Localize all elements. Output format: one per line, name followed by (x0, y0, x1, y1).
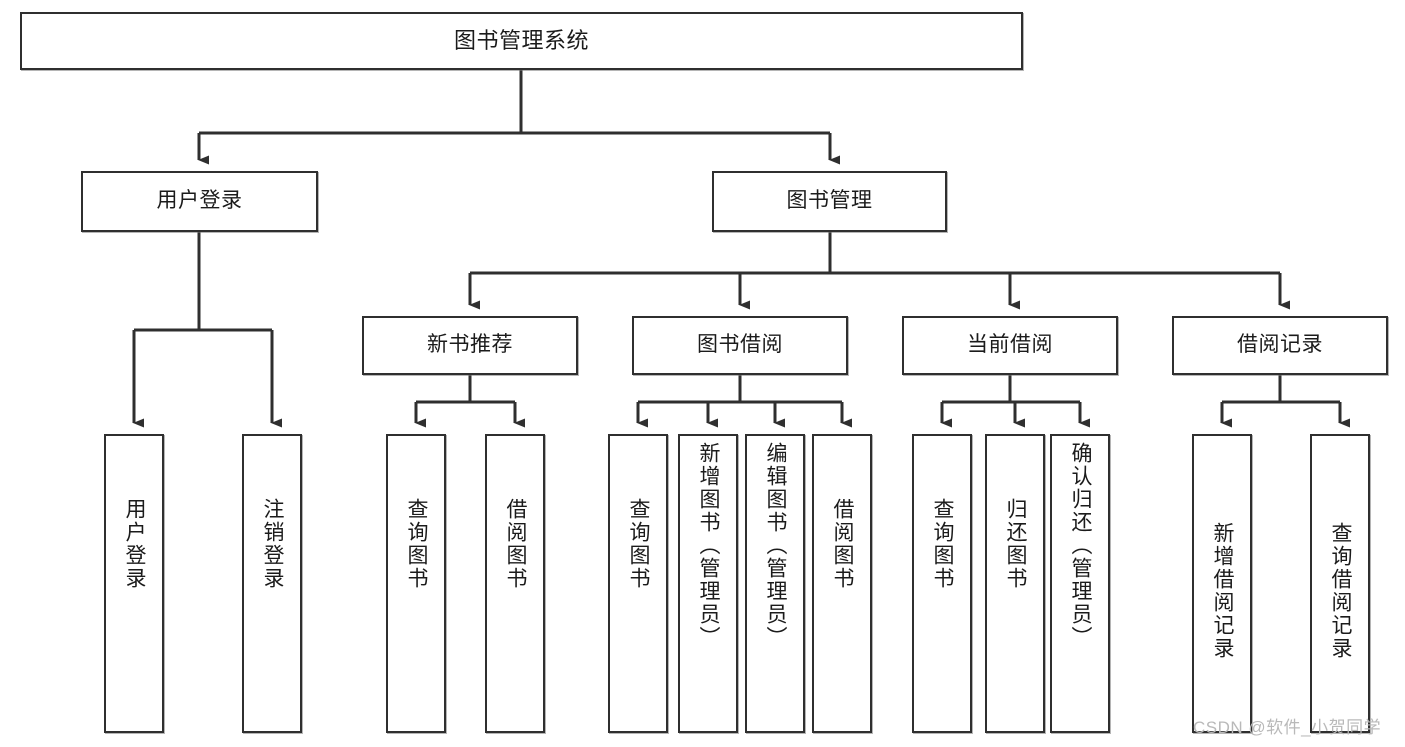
node-book-borrow-label: 图书借阅 (697, 333, 783, 357)
edge-group-book-borrow (636, 375, 852, 428)
node-leaf-add-record[interactable]: 新增借阅记录 (1192, 434, 1252, 733)
node-leaf-borrow-book-2-label: 借阅图书 (831, 498, 855, 590)
node-leaf-add-record-label: 新增借阅记录 (1211, 522, 1235, 660)
node-leaf-return-book-label: 归还图书 (1004, 498, 1028, 590)
edge-group-user-login (132, 232, 282, 428)
node-user-login[interactable]: 用户登录 (81, 171, 318, 232)
node-root-label: 图书管理系统 (453, 28, 589, 54)
node-new-book-rec[interactable]: 新书推荐 (362, 316, 578, 375)
node-leaf-user-login-label: 用户登录 (123, 498, 147, 590)
node-leaf-logout[interactable]: 注销登录 (242, 434, 302, 733)
edge-group-borrow-record (1220, 375, 1350, 428)
node-book-manage-label: 图书管理 (786, 189, 873, 213)
node-leaf-borrow-book-1[interactable]: 借阅图书 (485, 434, 545, 733)
node-leaf-edit-book-label: 编辑图书（管理员） (764, 442, 788, 649)
node-leaf-query-record-label: 查询借阅记录 (1329, 522, 1353, 660)
node-new-book-rec-label: 新书推荐 (427, 333, 513, 357)
node-book-manage[interactable]: 图书管理 (712, 171, 947, 232)
edge-group-root (197, 70, 840, 165)
node-leaf-query-book-3-label: 查询图书 (931, 498, 955, 590)
node-leaf-borrow-book-1-label: 借阅图书 (504, 498, 528, 590)
node-leaf-query-book-1[interactable]: 查询图书 (386, 434, 446, 733)
node-user-login-label: 用户登录 (156, 189, 243, 213)
node-root[interactable]: 图书管理系统 (20, 12, 1023, 70)
node-leaf-add-book-label: 新增图书（管理员） (697, 442, 721, 649)
node-leaf-confirm-return[interactable]: 确认归还（管理员） (1050, 434, 1110, 733)
node-leaf-user-login[interactable]: 用户登录 (104, 434, 164, 733)
node-leaf-query-book-2-label: 查询图书 (627, 498, 651, 590)
node-borrow-record[interactable]: 借阅记录 (1172, 316, 1388, 375)
node-book-borrow[interactable]: 图书借阅 (632, 316, 848, 375)
node-current-borrow-label: 当前借阅 (967, 333, 1053, 357)
edge-group-new-book-rec (414, 375, 525, 428)
node-borrow-record-label: 借阅记录 (1237, 333, 1323, 357)
node-leaf-add-book[interactable]: 新增图书（管理员） (678, 434, 738, 733)
node-leaf-edit-book[interactable]: 编辑图书（管理员） (745, 434, 805, 733)
node-leaf-query-book-2[interactable]: 查询图书 (608, 434, 668, 733)
node-leaf-confirm-return-label: 确认归还（管理员） (1069, 442, 1093, 649)
node-leaf-return-book[interactable]: 归还图书 (985, 434, 1045, 733)
node-leaf-query-book-3[interactable]: 查询图书 (912, 434, 972, 733)
edge-group-current-borrow (940, 375, 1090, 428)
node-leaf-borrow-book-2[interactable]: 借阅图书 (812, 434, 872, 733)
node-leaf-logout-label: 注销登录 (261, 498, 285, 590)
edge-group-book-manage (468, 232, 1290, 310)
node-leaf-query-book-1-label: 查询图书 (405, 498, 429, 590)
node-leaf-query-record[interactable]: 查询借阅记录 (1310, 434, 1370, 733)
node-current-borrow[interactable]: 当前借阅 (902, 316, 1118, 375)
